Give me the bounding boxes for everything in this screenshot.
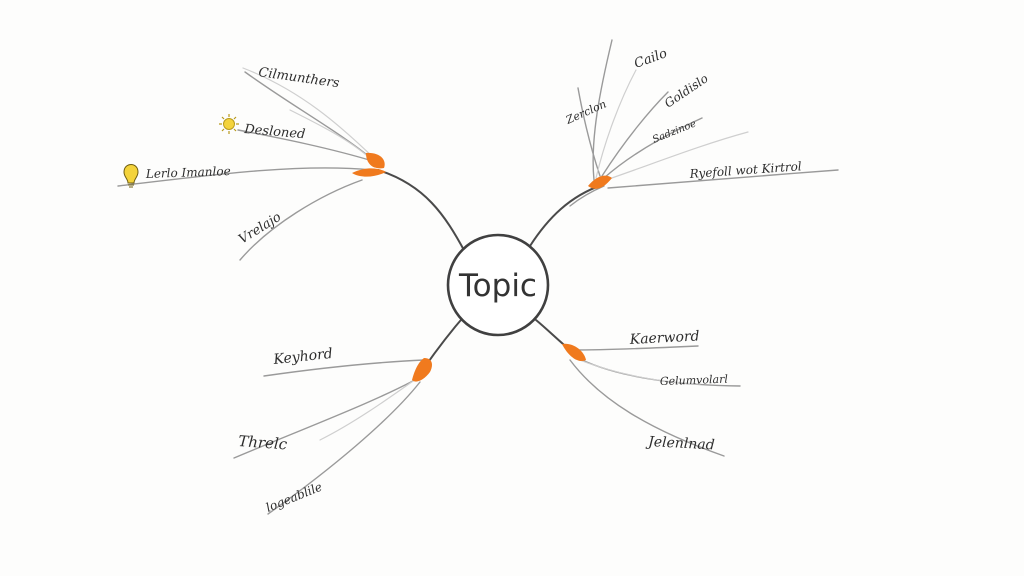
accent-blob-bottom-right [562,343,586,362]
branch-label-bottom-right-1[interactable]: Kaerword [628,328,700,348]
branch-label-top-left-4[interactable]: Vrelajo [236,210,284,248]
center-circle [446,233,550,337]
branch-label-top-left-3[interactable]: Lerlo Imanloe [145,164,231,181]
branch-label-top-right-3[interactable]: Goldislo [662,71,711,110]
center-label: Topic [458,268,537,304]
connector-top-right [529,184,603,247]
connector-top-left [377,169,466,253]
branch-top-left [117,67,386,261]
branch-label-bottom-left-2[interactable]: Threlc [238,432,289,453]
accent-blob-bottom-left [412,358,432,382]
branch-label-top-left-2[interactable]: Desloned [243,122,306,142]
branch-label-top-right-4[interactable]: Sadzinoe [651,118,698,145]
center-node[interactable]: Topic [446,233,550,337]
accent-blob-top-left [366,152,385,169]
branch-bottom-left [233,358,432,515]
branch-label-bottom-left-3[interactable]: logeablile [264,480,324,515]
branch-bottom-right [562,343,741,457]
connector-bottom-left [423,313,467,369]
branch-label-bottom-right-3[interactable]: Jelenlnad [645,434,715,454]
branch-label-top-left-1[interactable]: Cilmunthers [257,65,340,91]
accent-blob-top-right [588,175,612,189]
branch-label-top-right-1[interactable]: Cailo [632,46,669,72]
branch-top-right [569,39,839,207]
branch-label-bottom-right-2[interactable]: Gelumvolarl [660,373,729,388]
lightbulb-icon [123,164,139,188]
sun-icon [219,114,239,134]
branch-label-bottom-left-1[interactable]: Keyhord [272,346,334,368]
